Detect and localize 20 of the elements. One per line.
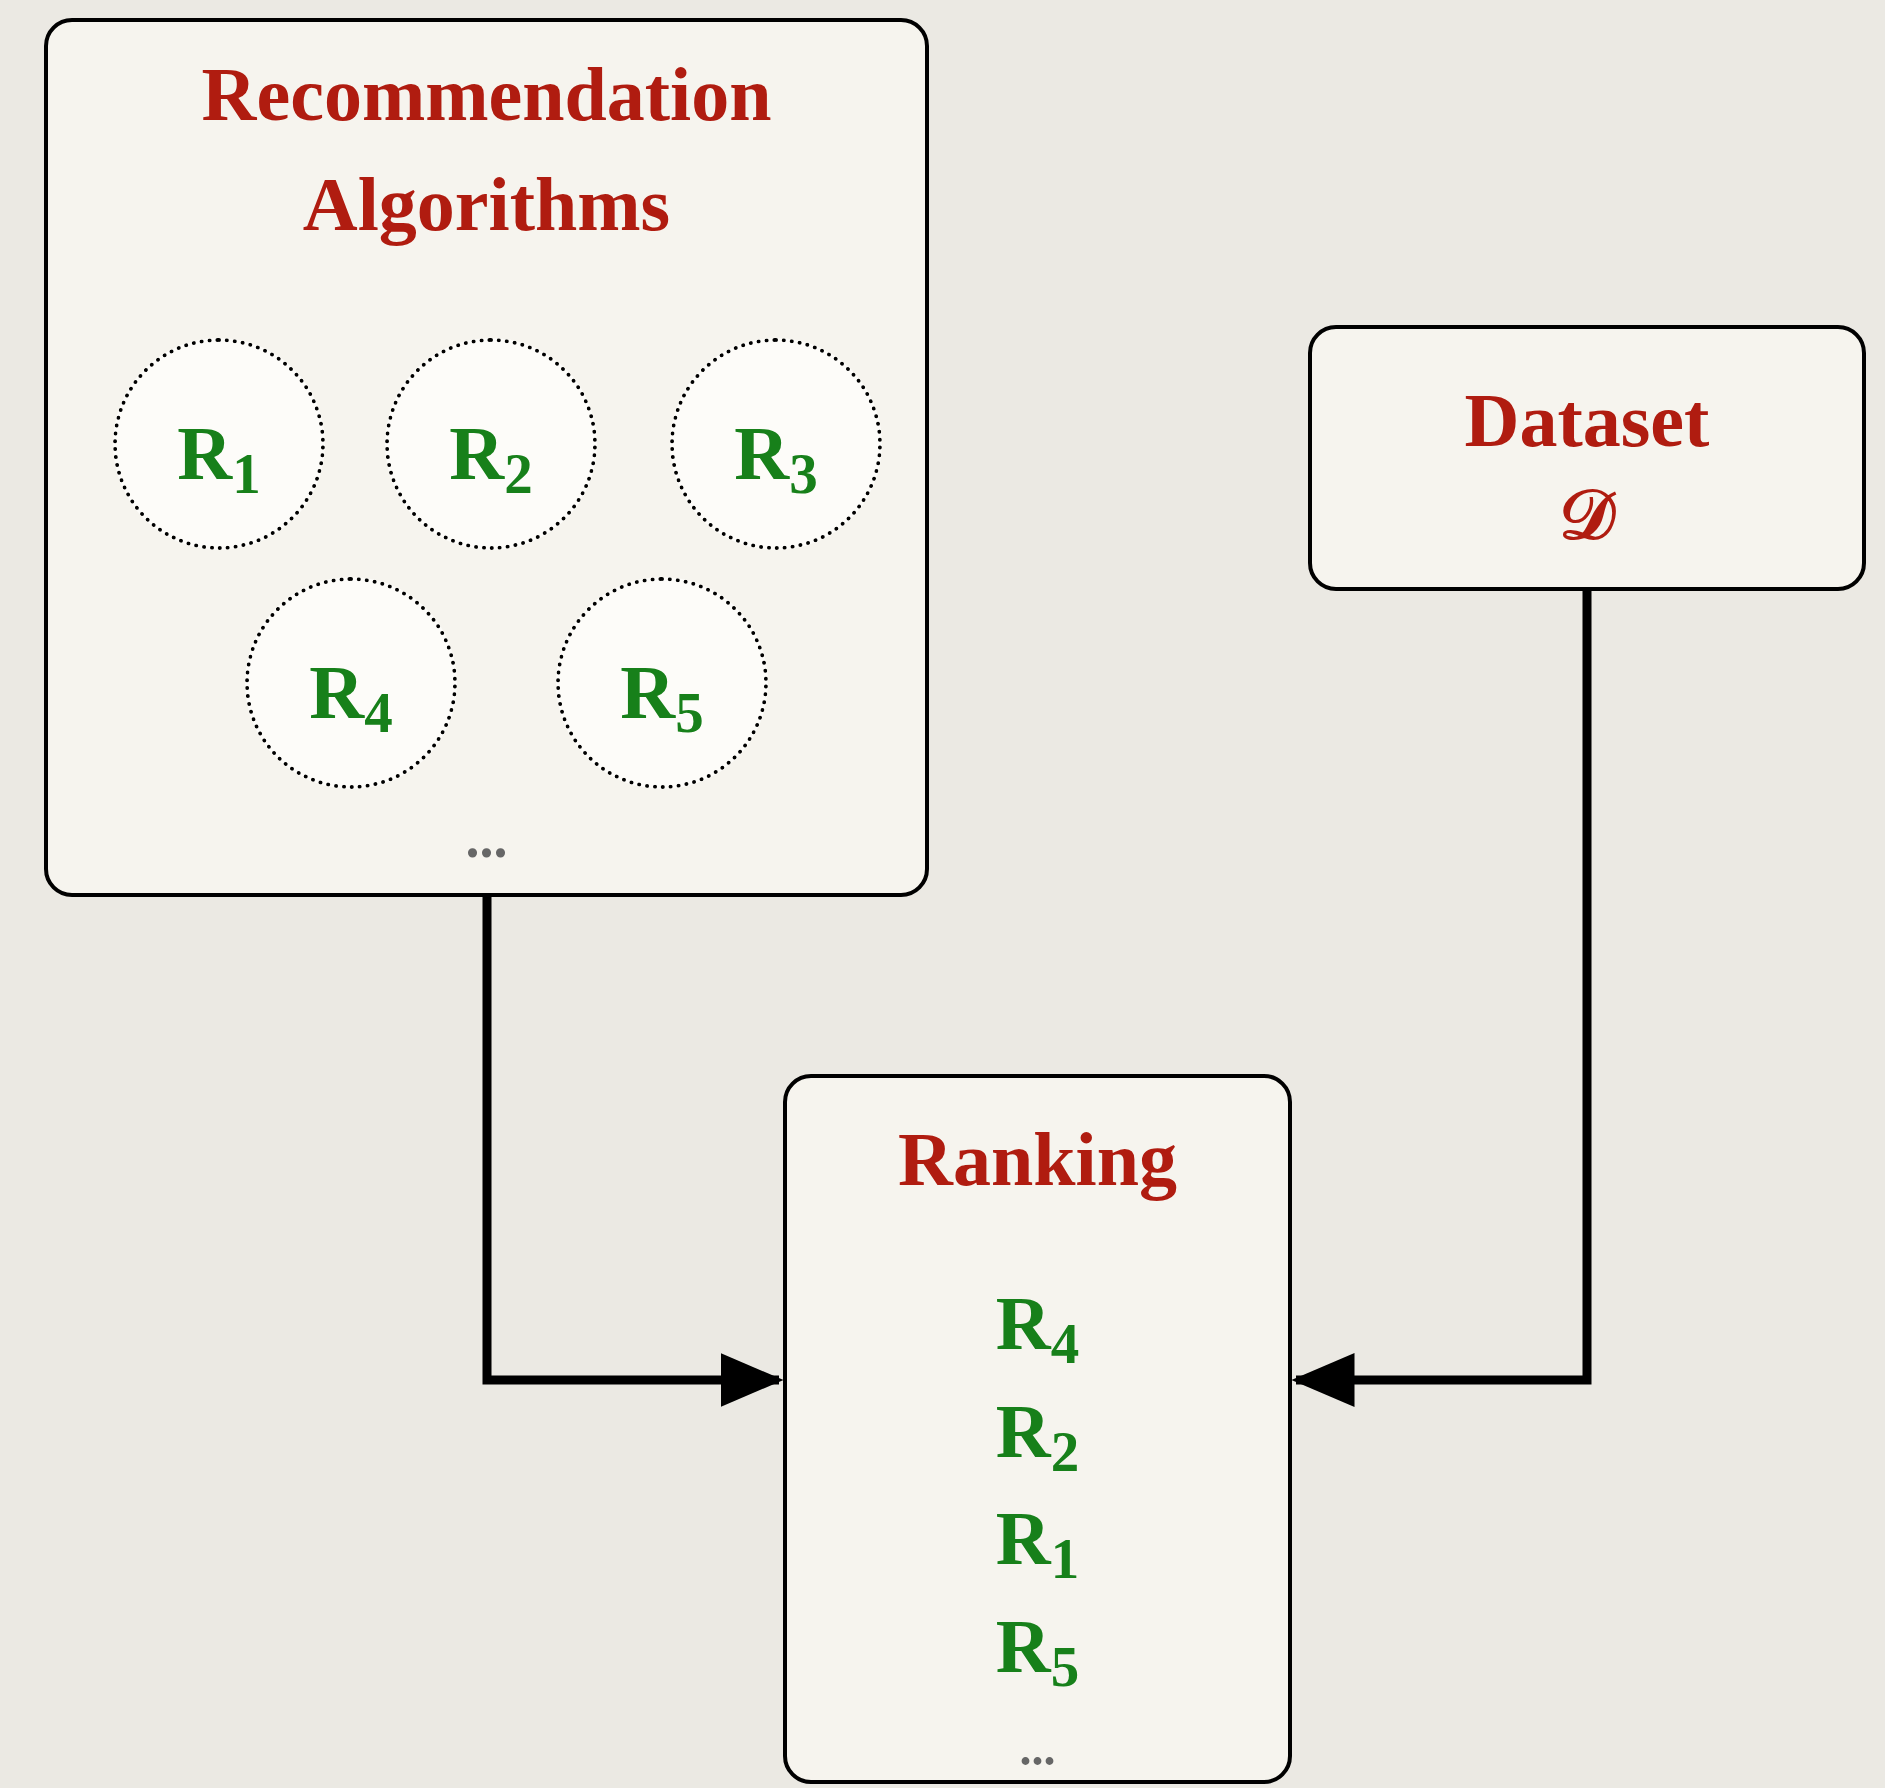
- box-text: R$_{1}$: [177, 410, 261, 508]
- box-text: R$_{5}$: [995, 1603, 1080, 1701]
- box-text: ...: [1019, 1721, 1056, 1777]
- box-title: Recommendation Algorithms: [200, 51, 773, 249]
- process-box: [1308, 325, 1866, 591]
- box-text: R$_{4}$: [995, 1280, 1080, 1378]
- box-text: R$_{2}$: [995, 1388, 1080, 1486]
- process-box: [44, 18, 929, 897]
- box-text: R$_{2}$: [449, 410, 533, 508]
- box-text: R$_{5}$: [620, 649, 704, 747]
- box-text: ...: [465, 806, 508, 871]
- box-title: Ranking: [898, 1116, 1177, 1203]
- process-box: [783, 1074, 1292, 1784]
- arrow: [1291, 591, 1592, 1407]
- box-text: R$_{4}$: [309, 649, 393, 747]
- box-text: R$_{3}$: [734, 410, 818, 508]
- box-title: Dataset: [1464, 377, 1710, 464]
- arrow: [482, 897, 784, 1407]
- box-text: 𝒟: [1559, 476, 1615, 556]
- box-text: R$_{1}$: [995, 1495, 1080, 1593]
